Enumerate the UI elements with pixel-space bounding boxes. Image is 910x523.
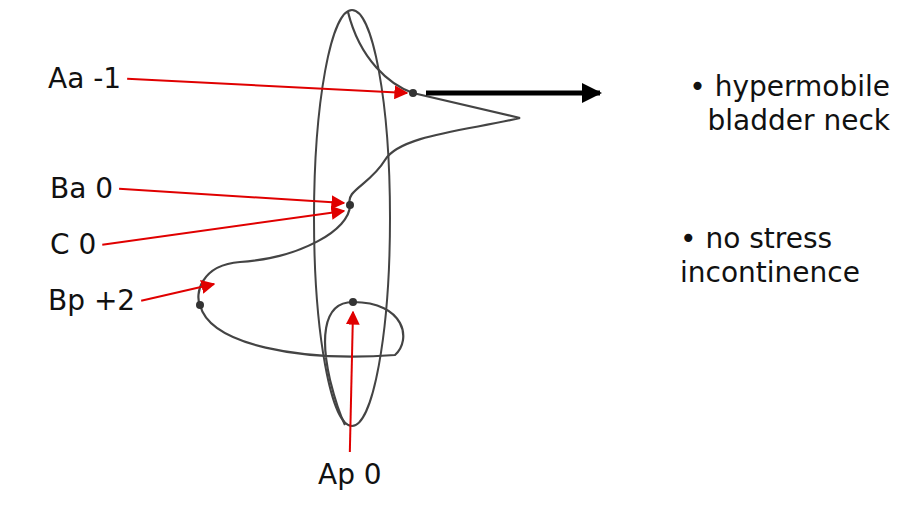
leader-arrow <box>119 189 344 203</box>
point-label: C 0 <box>50 228 96 262</box>
leader-arrow <box>102 211 344 245</box>
leader-arrow <box>141 284 214 301</box>
point-label: Bp +2 <box>48 284 135 318</box>
note-text: • hypermobile bladder neck <box>610 70 890 137</box>
point-label: Ba 0 <box>50 172 113 206</box>
point-dot <box>409 89 417 97</box>
point-label: Ap 0 <box>318 458 382 492</box>
note-text: • no stress incontinence <box>680 222 902 289</box>
point-dot <box>349 298 357 306</box>
point-dot <box>196 301 204 309</box>
leader-arrow <box>127 79 407 93</box>
vaginal-wall-outline <box>198 12 520 425</box>
point-label: Aa -1 <box>48 62 121 96</box>
leader-group <box>102 79 407 452</box>
leader-arrow <box>350 312 353 452</box>
point-dot <box>346 201 354 209</box>
pointer-arrow <box>426 91 600 96</box>
